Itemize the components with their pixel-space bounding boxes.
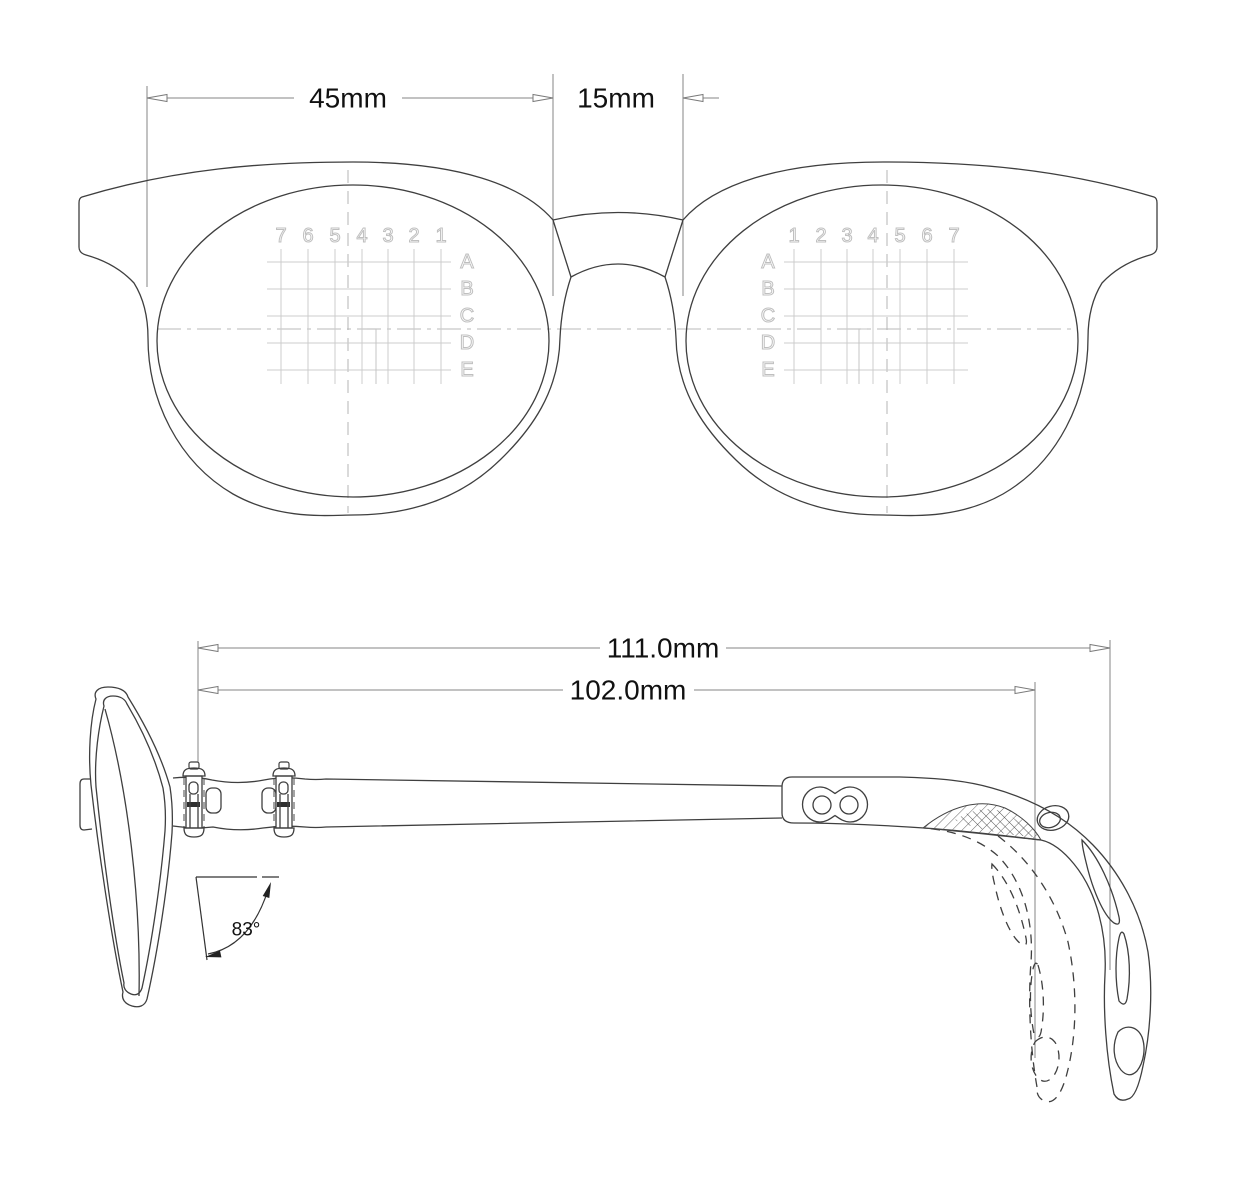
svg-text:A: A <box>761 251 775 273</box>
temple-paddle-and-hook <box>781 776 1152 1101</box>
svg-text:E: E <box>460 359 473 381</box>
segment-step-mark <box>367 328 377 384</box>
svg-text:B: B <box>761 278 774 300</box>
svg-text:2: 2 <box>815 225 826 247</box>
svg-text:4: 4 <box>867 225 878 247</box>
front-rim-bevel-line <box>104 708 140 997</box>
dimension-lens-width: 45mm <box>146 74 554 296</box>
temple-bottom-edge <box>172 817 783 831</box>
screw-top-icon <box>188 761 200 770</box>
screw-nut-icon <box>187 802 200 807</box>
svg-text:5: 5 <box>329 225 340 247</box>
bridge-width-dimension-label: 15mm <box>577 83 655 114</box>
svg-text:3: 3 <box>841 225 852 247</box>
svg-text:D: D <box>761 332 775 354</box>
front-temple-length-label: 102.0mm <box>570 675 687 706</box>
left-lens-edge <box>156 184 550 498</box>
total-temple-length-label: 111.0mm <box>607 633 720 664</box>
barrel-cap <box>272 767 296 777</box>
screw-hole-icon <box>812 795 832 815</box>
bend-slot-hole-inner <box>1039 811 1061 829</box>
front-rim-outer-profile <box>88 686 174 1008</box>
svg-text:B: B <box>460 278 473 300</box>
hinge-barrel-front <box>182 761 206 838</box>
arrowhead-right-icon <box>1014 685 1036 695</box>
svg-text:E: E <box>761 359 774 381</box>
dimension-front-temple-length: 102.0mm <box>197 675 1036 1058</box>
angle-arc <box>207 889 269 955</box>
screw-nut-icon <box>277 802 290 807</box>
left-grid-column-labels: 7 6 5 4 3 2 1 <box>275 225 447 248</box>
frame-front-silhouette <box>78 161 1158 517</box>
bridge-right-edge <box>664 219 684 278</box>
arc-arrowhead-down-icon <box>205 950 222 958</box>
front-rim-inner-profile <box>94 695 167 996</box>
hinge-barrel-rear <box>272 761 296 838</box>
svg-text:4: 4 <box>356 225 367 247</box>
svg-text:2: 2 <box>408 225 419 247</box>
right-lens-edge <box>685 184 1079 498</box>
frame-front-silhouette-fill <box>79 162 1157 516</box>
svg-text:6: 6 <box>302 225 313 247</box>
arrowhead-right-icon <box>1089 643 1111 653</box>
screw-head-icon <box>188 781 199 795</box>
bridge-left-edge <box>552 219 572 278</box>
svg-text:7: 7 <box>948 225 959 247</box>
svg-text:1: 1 <box>788 225 799 247</box>
barrel-cap <box>182 767 206 777</box>
hinge-and-temple-arm <box>172 761 783 838</box>
right-grid-column-labels: 1 2 3 4 5 6 7 <box>788 225 960 248</box>
svg-text:6: 6 <box>921 225 932 247</box>
svg-text:C: C <box>460 305 474 327</box>
temple-top-edge <box>172 776 783 787</box>
right-lens-grid: 1 2 3 4 5 6 7 A B C D E <box>760 225 968 384</box>
screw-hole-icon <box>839 795 859 815</box>
svg-text:5: 5 <box>894 225 905 247</box>
pantoscopic-angle-annotation: 83° <box>195 876 279 961</box>
hatched-section-core <box>955 809 1034 837</box>
svg-text:3: 3 <box>382 225 393 247</box>
dimension-bridge-width: 15mm <box>577 74 719 296</box>
screw-head-icon <box>278 781 289 795</box>
screw-top-icon <box>278 761 290 770</box>
right-grid-row-labels: A B C D E <box>760 251 776 382</box>
svg-text:A: A <box>460 251 474 273</box>
side-view: 111.0mm 102.0mm <box>79 633 1152 1103</box>
segment-step-mark <box>858 328 868 384</box>
svg-text:C: C <box>761 305 775 327</box>
left-grid-row-labels: A B C D E <box>459 251 475 382</box>
svg-text:7: 7 <box>275 225 286 247</box>
arrowhead-left-icon <box>197 685 219 695</box>
frame-front-profile <box>79 686 174 1008</box>
temple-tip-alternate-position <box>923 827 1076 1103</box>
hinge-cutout-left <box>205 787 222 814</box>
arrowhead-right-icon <box>532 93 554 103</box>
svg-text:1: 1 <box>435 225 446 247</box>
dimension-total-temple-length: 111.0mm <box>197 633 1111 970</box>
far-endpiece-tab <box>79 778 93 831</box>
arrowhead-left-icon <box>197 643 219 653</box>
barrel-foot <box>273 827 295 838</box>
bend-slot-hole <box>1036 805 1070 831</box>
arc-arrowhead-up-icon <box>262 882 271 898</box>
arrowhead-left-icon <box>146 93 168 103</box>
hinge-boss-outline <box>801 786 869 823</box>
hook-slot-lower <box>1115 931 1131 1005</box>
barrel-foot <box>183 827 205 838</box>
pantoscopic-angle-label: 83° <box>232 920 261 941</box>
hook-tip-hole <box>1113 1026 1145 1076</box>
left-lens-grid: 7 6 5 4 3 2 1 A B C D E <box>267 225 475 384</box>
svg-text:D: D <box>460 332 474 354</box>
lens-width-dimension-label: 45mm <box>309 83 387 114</box>
hook-slot-upper <box>1081 838 1121 925</box>
front-view: 45mm 15mm 7 6 <box>78 74 1158 517</box>
arrowhead-left-icon <box>682 93 704 103</box>
